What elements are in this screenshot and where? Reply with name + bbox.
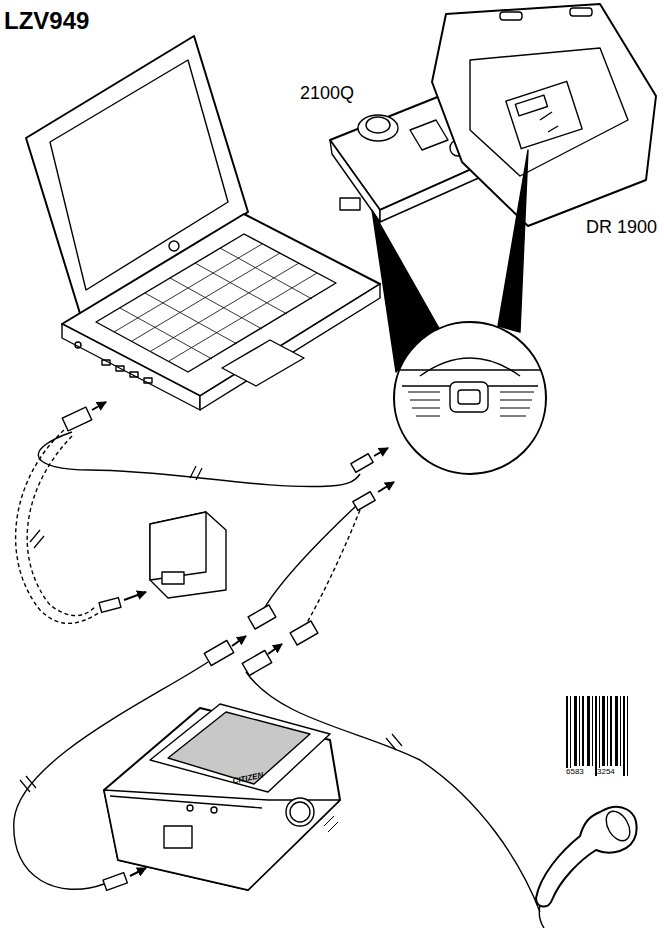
usb-module <box>99 512 226 612</box>
barcode <box>566 696 628 776</box>
barcode-scanner <box>536 807 637 928</box>
printer <box>104 704 340 890</box>
zoom-wedge <box>498 150 528 332</box>
spectrophotometer-dr1900 <box>432 4 656 226</box>
alt-cable <box>27 436 96 616</box>
device-name: 2100Q <box>300 84 354 104</box>
figure-id: LZV949 <box>4 8 89 34</box>
usb-cable <box>38 402 388 487</box>
barcode-digits: 3254 <box>597 768 615 777</box>
laptop <box>26 36 380 410</box>
brand-mark: CITIZEN <box>232 772 264 787</box>
device-name: DR 1900 <box>586 218 657 238</box>
barcode-digits: 6583 <box>566 768 584 777</box>
port-detail <box>394 322 546 474</box>
alt-cable <box>16 430 100 623</box>
instrument-cable <box>204 482 394 676</box>
